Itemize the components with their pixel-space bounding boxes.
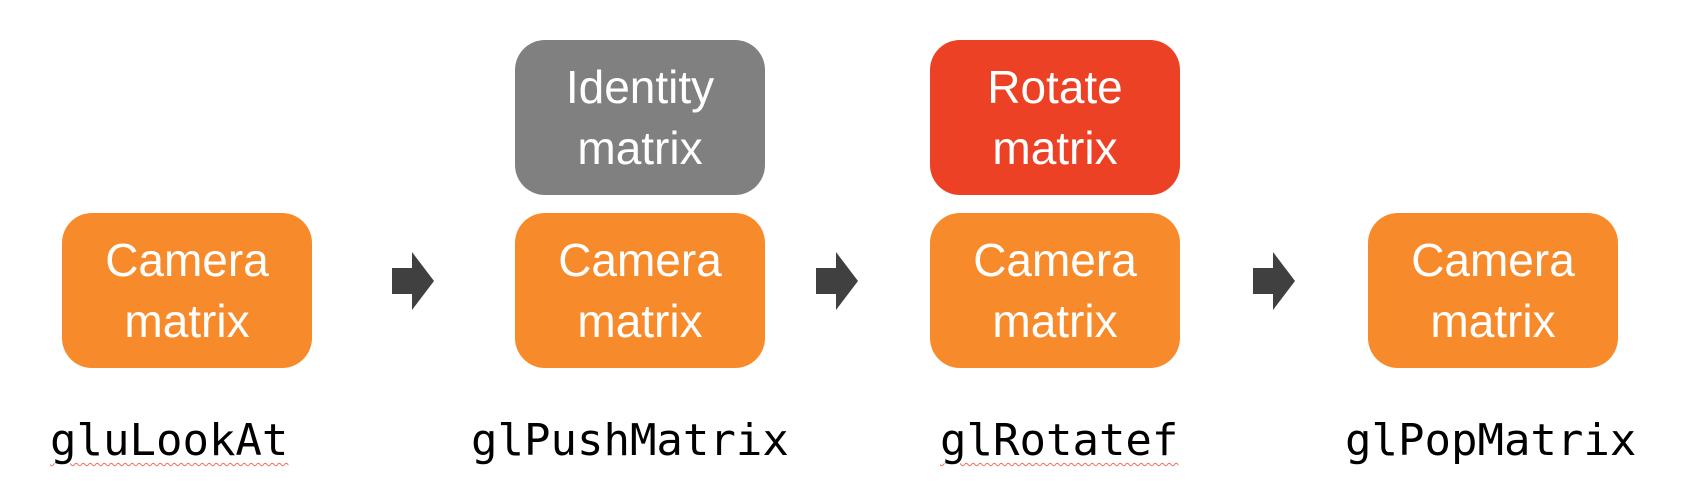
camera-matrix-box: Camera matrix: [515, 213, 765, 368]
function-label-glRotatef: glRotatef: [940, 415, 1179, 466]
camera-matrix-box: Camera matrix: [1368, 213, 1618, 368]
identity-matrix-box: Identity matrix: [515, 40, 765, 195]
function-label-glPopMatrix: glPopMatrix: [1345, 415, 1637, 466]
camera-matrix-box: Camera matrix: [930, 213, 1180, 368]
rotate-matrix-box: Rotate matrix: [930, 40, 1180, 195]
function-label-glPushMatrix: glPushMatrix: [471, 415, 789, 466]
right-arrow-icon: [816, 252, 858, 310]
function-label-gluLookAt: gluLookAt: [50, 415, 289, 466]
camera-matrix-box: Camera matrix: [62, 213, 312, 368]
right-arrow-icon: [1253, 252, 1295, 310]
right-arrow-icon: [392, 252, 434, 310]
